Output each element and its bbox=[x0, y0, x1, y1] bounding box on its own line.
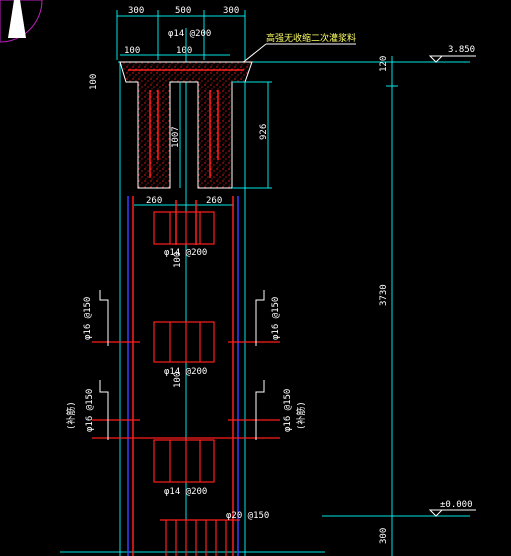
stirrup-group-3 bbox=[153, 439, 215, 483]
cap-dims bbox=[134, 81, 272, 206]
rebar-label-bottom: φ20 @150 bbox=[226, 511, 269, 521]
horizontal-ties bbox=[92, 341, 280, 439]
elevation-top: 3.850 bbox=[448, 45, 475, 55]
rebar-label-mid-1: φ14 @200 bbox=[164, 248, 207, 258]
rebar-label-top: φ14 @200 bbox=[168, 29, 211, 39]
side-rebar-left-2: φ16 @150 bbox=[85, 389, 95, 432]
side-rebar-right-1: φ16 @150 bbox=[271, 297, 281, 340]
dim-260-left: 260 bbox=[146, 196, 162, 206]
cap-rebar bbox=[128, 69, 244, 178]
dim-100-mark-1: 100 bbox=[173, 372, 183, 388]
material-note: 高强无收缩二次灌浆料 bbox=[266, 32, 356, 44]
dim-3730: 3730 bbox=[379, 284, 389, 306]
elevation-bottom: ±0.000 bbox=[440, 500, 473, 510]
dim-300-bottom: 300 bbox=[379, 528, 389, 544]
cursor-arrow-icon bbox=[0, 0, 43, 43]
side-rebar-right-2: φ16 @150 bbox=[283, 389, 293, 432]
dim-926: 926 bbox=[259, 124, 269, 140]
material-leader bbox=[235, 43, 356, 69]
elevation-lines bbox=[322, 56, 470, 556]
blue-rebar bbox=[127, 196, 239, 556]
side-brackets bbox=[99, 290, 265, 440]
dim-100-left: 100 bbox=[89, 74, 99, 90]
vertical-rebar bbox=[132, 196, 234, 556]
bottom-dowels bbox=[160, 519, 240, 556]
dim-top-right: 300 bbox=[223, 6, 239, 16]
top-dimension bbox=[116, 10, 246, 60]
dim-top-left: 300 bbox=[128, 6, 144, 16]
stirrup-group-2 bbox=[153, 321, 215, 363]
rebar-label-mid-2: φ14 @200 bbox=[164, 367, 207, 377]
side-rebar-left-2-tag: (补筋) bbox=[65, 401, 77, 430]
side-rebar-right-2-tag: (补筋) bbox=[295, 401, 307, 430]
dim-100-mark-2: 100 bbox=[173, 252, 183, 268]
rebar-label-mid-3: φ14 @200 bbox=[164, 487, 207, 497]
dim-top-mid: 500 bbox=[175, 6, 191, 16]
elevation-triangle-icon bbox=[428, 55, 476, 517]
dim-1007: 1007 bbox=[171, 126, 181, 148]
side-rebar-left-1: φ16 @150 bbox=[83, 297, 93, 340]
dim-120: 120 bbox=[379, 56, 389, 72]
stirrup-group-1 bbox=[153, 211, 215, 245]
dim-100-b: 100 bbox=[176, 46, 192, 56]
dim-100-a: 100 bbox=[124, 46, 140, 56]
dim-260-right: 260 bbox=[206, 196, 222, 206]
